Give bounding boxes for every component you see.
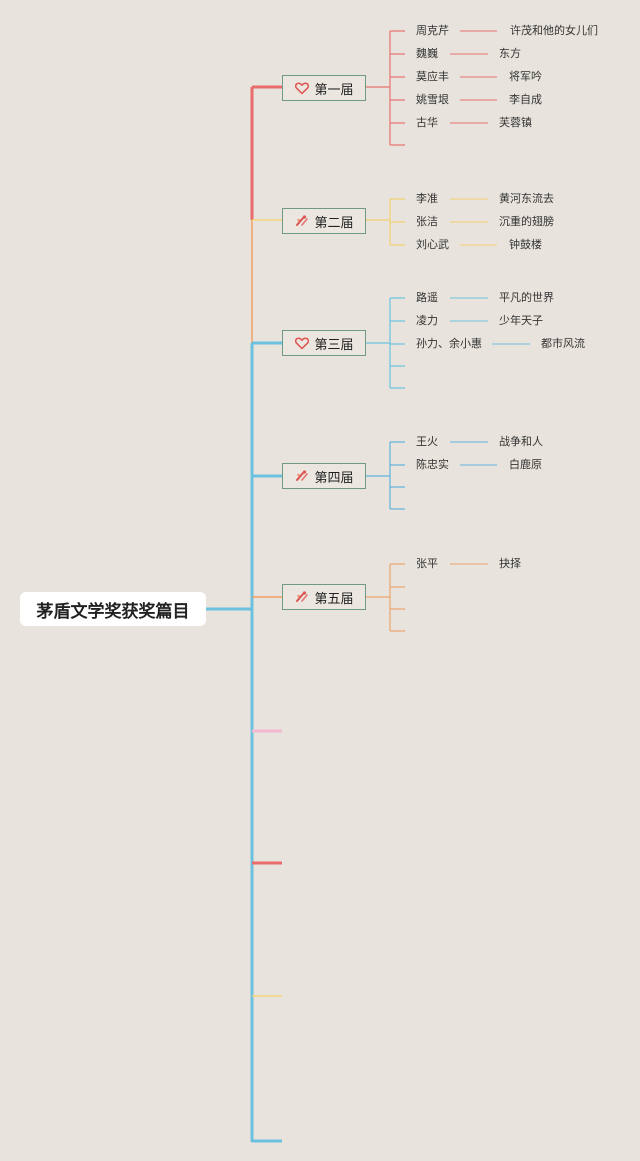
work-label[interactable]: 许茂和他的女儿们 bbox=[510, 24, 598, 37]
work-label[interactable]: 芙蓉镇 bbox=[499, 116, 532, 129]
work-label[interactable]: 少年天子 bbox=[499, 314, 543, 327]
work-label[interactable]: 都市风流 bbox=[541, 337, 585, 350]
branch-node-1[interactable]: 第一届 bbox=[282, 75, 366, 101]
branch-label: 第五届 bbox=[314, 591, 354, 607]
work-label[interactable]: 沉重的翅膀 bbox=[499, 215, 554, 228]
work-label[interactable]: 黄河东流去 bbox=[499, 192, 554, 205]
work-label[interactable]: 抉择 bbox=[499, 557, 521, 570]
branch-node-3[interactable]: 第三届 bbox=[282, 330, 366, 356]
author-label[interactable]: 王火 bbox=[416, 435, 438, 448]
author-label[interactable]: 孙力、余小惠 bbox=[416, 337, 482, 350]
work-label[interactable]: 李自成 bbox=[509, 93, 542, 106]
author-label[interactable]: 姚雪垠 bbox=[416, 93, 449, 106]
author-label[interactable]: 周克芹 bbox=[416, 24, 449, 37]
author-label[interactable]: 路遥 bbox=[416, 291, 438, 304]
branch-label: 第一届 bbox=[314, 82, 354, 98]
author-label[interactable]: 莫应丰 bbox=[416, 70, 449, 83]
root-title: 茅盾文学奖获奖篇目 bbox=[36, 601, 190, 622]
author-label[interactable]: 李准 bbox=[416, 192, 438, 205]
author-label[interactable]: 魏巍 bbox=[416, 47, 438, 60]
branch-label: 第二届 bbox=[314, 215, 354, 231]
branch-node-2[interactable]: 第二届 bbox=[282, 208, 366, 234]
author-label[interactable]: 凌力 bbox=[416, 314, 438, 327]
branch-node-4[interactable]: 第四届 bbox=[282, 463, 366, 489]
work-label[interactable]: 将军吟 bbox=[509, 70, 542, 83]
work-label[interactable]: 白鹿原 bbox=[509, 458, 542, 471]
branch-label: 第四届 bbox=[314, 470, 354, 486]
root-topic[interactable]: 茅盾文学奖获奖篇目 bbox=[20, 592, 206, 626]
author-label[interactable]: 张平 bbox=[416, 557, 438, 570]
author-label[interactable]: 张洁 bbox=[416, 215, 438, 228]
branch-node-5[interactable]: 第五届 bbox=[282, 584, 366, 610]
author-label[interactable]: 古华 bbox=[416, 116, 438, 129]
work-label[interactable]: 钟鼓楼 bbox=[509, 238, 542, 251]
work-label[interactable]: 平凡的世界 bbox=[499, 291, 554, 304]
tools-icon bbox=[294, 589, 310, 605]
tools-icon bbox=[294, 468, 310, 484]
branch-label: 第三届 bbox=[314, 337, 354, 353]
author-label[interactable]: 刘心武 bbox=[416, 238, 449, 251]
work-label[interactable]: 东方 bbox=[499, 47, 521, 60]
tools-icon bbox=[294, 213, 310, 229]
author-label[interactable]: 陈忠实 bbox=[416, 458, 449, 471]
heart-icon bbox=[294, 80, 310, 96]
heart-icon bbox=[294, 335, 310, 351]
work-label[interactable]: 战争和人 bbox=[499, 435, 543, 448]
